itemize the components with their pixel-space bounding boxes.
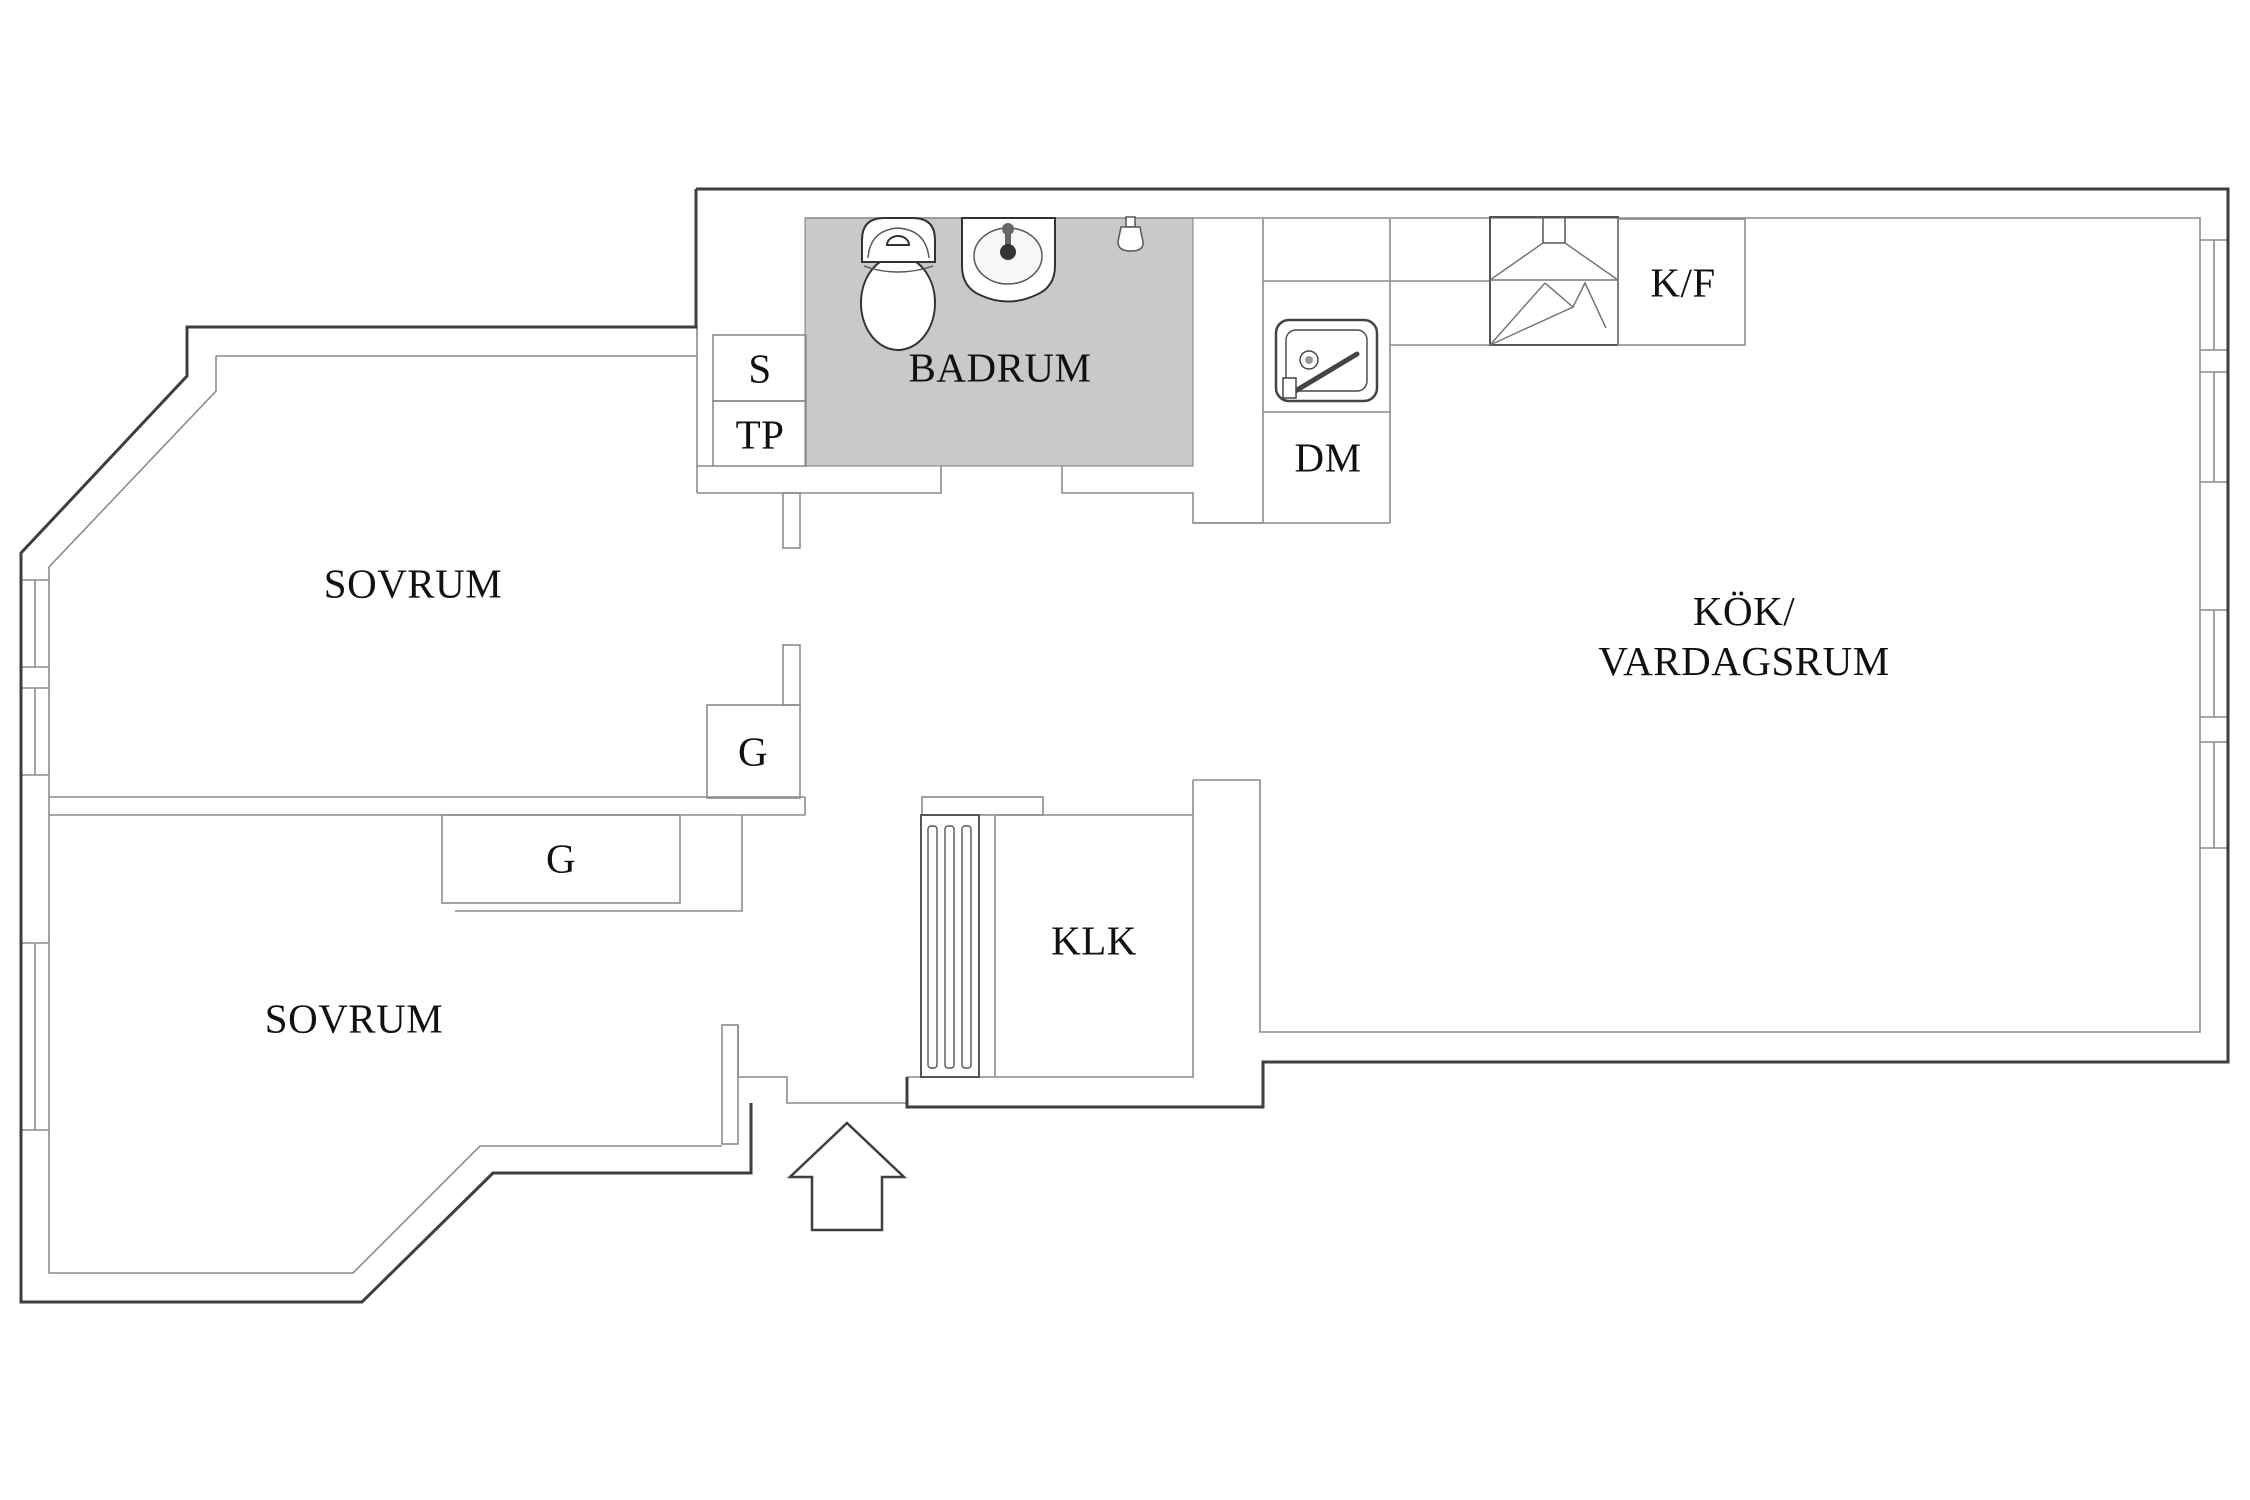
outer-wall-lines: [19, 187, 2230, 1304]
washbasin-icon: [961, 217, 1056, 303]
fridge-freezer-box: [1617, 218, 1746, 346]
tap-icon: [1117, 216, 1144, 252]
closet-label-g-sovrum2: G: [545, 835, 577, 882]
room-label-kok-line2: VARDAGSRUM: [1598, 638, 1890, 684]
inner-wall-lines: [48, 217, 2201, 1274]
appliance-label-dm: DM: [1294, 434, 1362, 481]
toilet-icon: [860, 217, 936, 351]
entry-arrow-icon: [786, 1121, 908, 1232]
radiator-icon: [920, 814, 980, 1078]
room-label-klk: KLK: [1051, 917, 1137, 964]
window-symbol: [21, 239, 2228, 1131]
stove-hood-icon: [1489, 216, 1619, 346]
appliance-label-kf: K/F: [1650, 259, 1716, 306]
room-label-kok-vardagsrum: KÖK/ VARDAGSRUM: [1598, 586, 1889, 686]
room-label-sovrum-1: SOVRUM: [323, 560, 503, 607]
room-label-badrum: BADRUM: [908, 344, 1092, 391]
closet-label-g-hall: G: [737, 728, 769, 775]
closet-label-tp: TP: [735, 411, 785, 458]
kitchen-sink-icon: [1274, 318, 1379, 403]
room-label-sovrum-2: SOVRUM: [264, 995, 444, 1042]
closet-label-s: S: [748, 345, 772, 392]
room-label-kok-line1: KÖK/: [1692, 588, 1796, 634]
